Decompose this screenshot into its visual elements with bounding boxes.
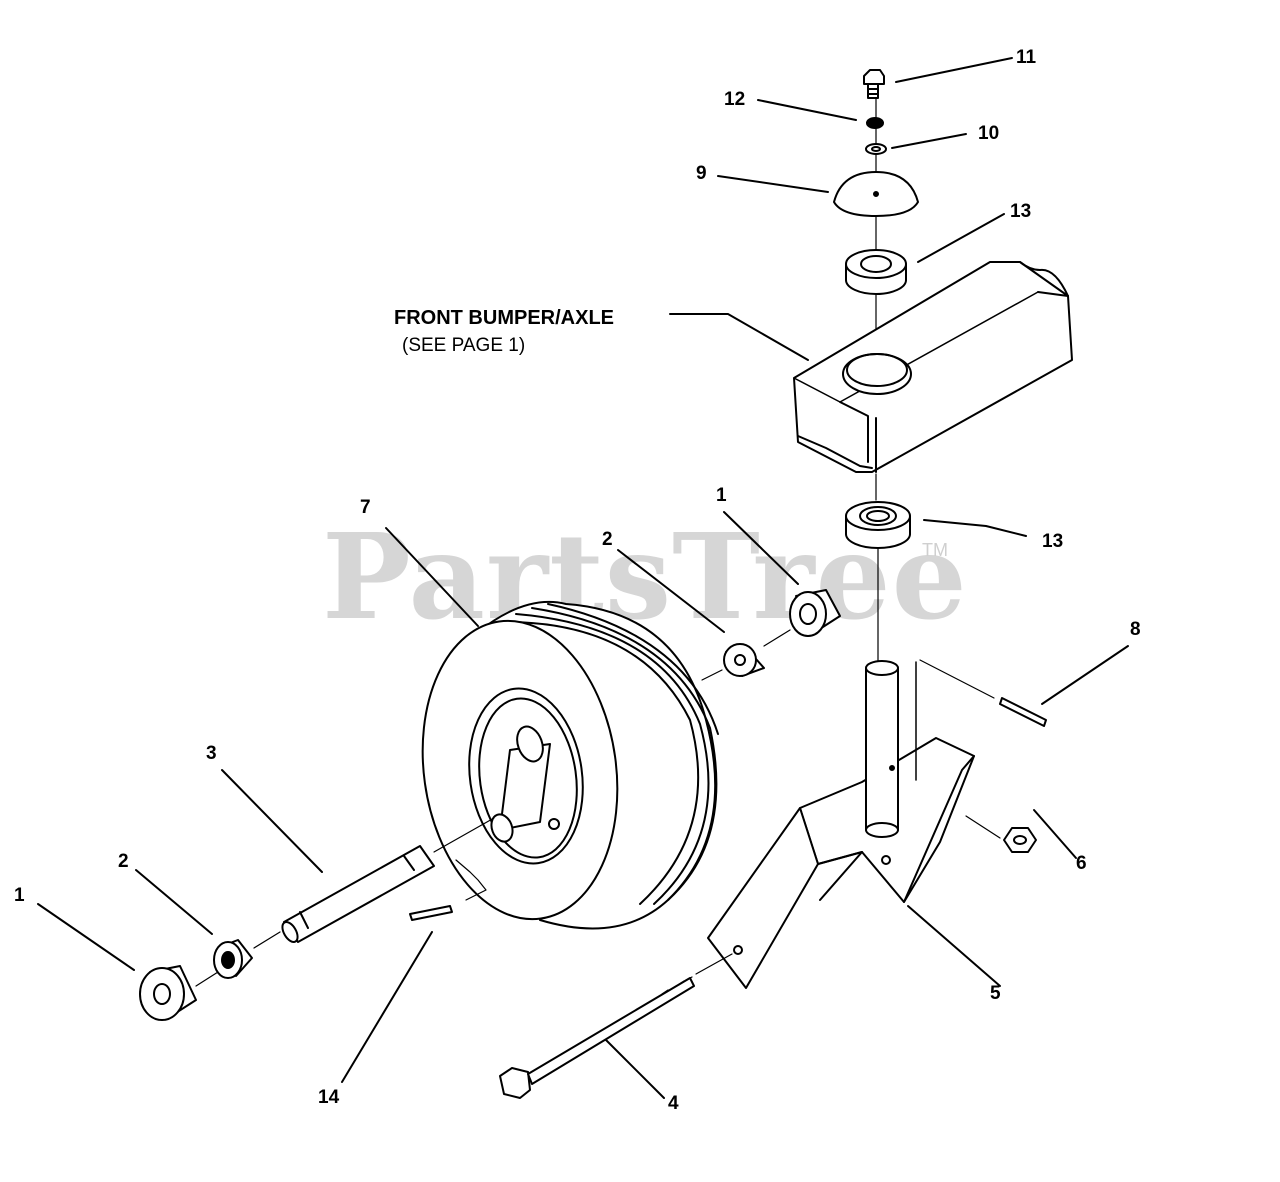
wheel-hub <box>490 725 551 843</box>
front-bumper-axle <box>793 261 1073 473</box>
part-10-washer <box>865 143 887 155</box>
callout-1-right: 1 <box>716 485 727 506</box>
part-11-bolt <box>863 69 885 99</box>
callout-11: 11 <box>1016 47 1037 68</box>
part-2-spacer-right <box>701 643 765 681</box>
part-4-bolt <box>499 953 733 1099</box>
assembly-label-reference: (SEE PAGE 1) <box>402 335 526 356</box>
callout-13-bottom: 13 <box>1042 531 1064 552</box>
callout-7: 7 <box>360 497 371 518</box>
callout-10: 10 <box>978 123 1000 144</box>
part-6-nut <box>965 815 1037 853</box>
callout-5: 5 <box>990 983 1001 1004</box>
assembly-label-title: FRONT BUMPER/AXLE <box>394 307 614 329</box>
part-3-axle <box>281 817 495 943</box>
part-2-spacer-left <box>213 931 281 979</box>
callout-12: 12 <box>724 89 746 110</box>
part-8-pin <box>919 659 1047 727</box>
callout-2-left: 2 <box>118 851 129 872</box>
part-7-wheel <box>421 600 719 930</box>
callout-14: 14 <box>318 1087 340 1108</box>
leader-lines <box>37 57 1129 1099</box>
callout-2-right: 2 <box>602 529 613 550</box>
watermark-trademark: TM <box>922 540 948 560</box>
part-14-key <box>409 859 487 921</box>
part-1-bearing-left <box>139 965 219 1021</box>
part-1-bearing-right <box>763 589 841 647</box>
callout-9: 9 <box>696 163 707 184</box>
part-13-bearing-bottom <box>845 501 911 549</box>
caster-stem <box>865 660 899 838</box>
callout-1-left: 1 <box>14 885 25 906</box>
part-13-bearing-top <box>845 249 907 295</box>
callout-8: 8 <box>1130 619 1141 640</box>
callout-13-top: 13 <box>1010 201 1032 222</box>
part-5-caster-fork <box>707 661 975 989</box>
callout-4: 4 <box>668 1093 679 1114</box>
part-9-dust-cap <box>833 171 919 217</box>
callout-3: 3 <box>206 743 217 764</box>
part-12-lock-washer <box>866 117 884 129</box>
callout-6: 6 <box>1076 853 1087 874</box>
